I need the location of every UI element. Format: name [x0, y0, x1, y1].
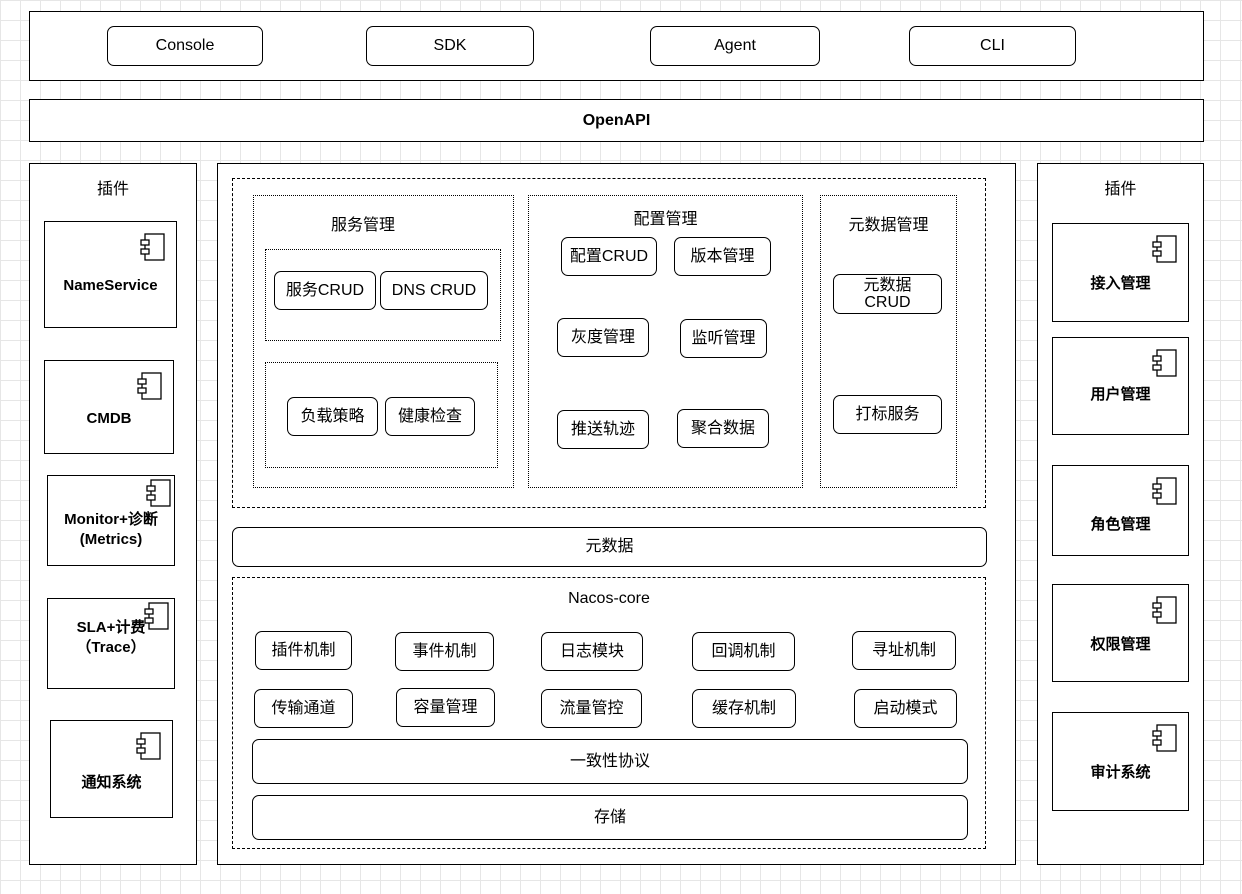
- component-nameservice: NameService: [44, 221, 177, 328]
- component-icon: [144, 602, 169, 630]
- component-icon: [1152, 349, 1177, 377]
- console-box: Console: [107, 26, 263, 66]
- component-permission-mgmt: 权限管理: [1052, 584, 1189, 682]
- load-balance-box: 负载策略: [287, 397, 378, 436]
- component-access-mgmt: 接入管理: [1052, 223, 1189, 322]
- core-flow-control: 流量管控: [541, 689, 642, 728]
- left-plugins-title: 插件: [96, 181, 129, 198]
- service-crud-group: [265, 249, 501, 341]
- agent-box: Agent: [650, 26, 820, 66]
- core-cache-mechanism: 缓存机制: [692, 689, 796, 728]
- service-mgmt-title: 服务管理: [330, 217, 395, 234]
- component-audit-system: 审计系统: [1052, 712, 1189, 811]
- component-icon: [137, 372, 162, 400]
- nacos-core-title: Nacos-core: [568, 590, 650, 607]
- gray-mgmt-box: 灰度管理: [557, 318, 649, 357]
- version-mgmt-box: 版本管理: [674, 237, 771, 276]
- component-label: NameService: [63, 277, 158, 294]
- core-transport-channel: 传输通道: [254, 689, 353, 728]
- health-check-box: 健康检查: [385, 397, 475, 436]
- component-label: CMDB: [86, 410, 132, 427]
- component-icon: [140, 233, 165, 261]
- component-label: 用户管理: [1090, 386, 1151, 403]
- metadata-mgmt-group: [820, 195, 957, 488]
- config-mgmt-group: [528, 195, 803, 488]
- component-label: 权限管理: [1090, 636, 1151, 653]
- component-notification: 通知系统: [50, 720, 173, 818]
- core-log-module: 日志模块: [541, 632, 643, 671]
- right-plugins-title: 插件: [1104, 181, 1137, 198]
- openapi-bar: OpenAPI: [29, 99, 1204, 142]
- core-capacity-mgmt: 容量管理: [396, 688, 495, 727]
- component-icon: [1152, 477, 1177, 505]
- component-label: Monitor+诊断 (Metrics): [64, 511, 158, 548]
- storage-bar: 存储: [252, 795, 968, 840]
- core-startup-mode: 启动模式: [854, 689, 957, 728]
- service-mgmt-group: [253, 195, 514, 488]
- metadata-mgmt-title: 元数据管理: [848, 217, 929, 234]
- component-label: 角色管理: [1090, 516, 1151, 533]
- config-mgmt-title: 配置管理: [633, 211, 698, 228]
- metadata-crud-box: 元数据 CRUD: [833, 274, 942, 314]
- component-icon: [1152, 235, 1177, 263]
- core-event-mechanism: 事件机制: [395, 632, 494, 671]
- core-callback-mechanism: 回调机制: [692, 632, 795, 671]
- metadata-bar: 元数据: [232, 527, 987, 567]
- service-lb-group: [265, 362, 498, 468]
- component-icon: [136, 732, 161, 760]
- component-user-mgmt: 用户管理: [1052, 337, 1189, 435]
- component-monitor: Monitor+诊断 (Metrics): [47, 475, 175, 566]
- component-label: 通知系统: [81, 774, 142, 791]
- dns-crud-box: DNS CRUD: [380, 271, 488, 310]
- config-crud-box: 配置CRUD: [561, 237, 657, 276]
- service-crud-box: 服务CRUD: [274, 271, 376, 310]
- component-icon: [146, 479, 171, 507]
- component-label: 接入管理: [1090, 275, 1151, 292]
- component-icon: [1152, 724, 1177, 752]
- tagging-service-box: 打标服务: [833, 395, 942, 434]
- component-role-mgmt: 角色管理: [1052, 465, 1189, 556]
- component-cmdb: CMDB: [44, 360, 174, 454]
- component-label: SLA+计费 （Trace）: [76, 619, 146, 656]
- core-addressing-mechanism: 寻址机制: [852, 631, 956, 670]
- component-icon: [1152, 596, 1177, 624]
- component-label: 审计系统: [1090, 764, 1151, 781]
- consistency-protocol-bar: 一致性协议: [252, 739, 968, 784]
- management-container: [232, 178, 986, 508]
- component-sla: SLA+计费 （Trace）: [47, 598, 175, 689]
- aggregate-data-box: 聚合数据: [677, 409, 769, 448]
- listen-mgmt-box: 监听管理: [680, 319, 767, 358]
- push-trace-box: 推送轨迹: [557, 410, 649, 449]
- nacos-core-container: [232, 577, 986, 849]
- cli-box: CLI: [909, 26, 1076, 66]
- sdk-box: SDK: [366, 26, 534, 66]
- core-plugin-mechanism: 插件机制: [255, 631, 352, 670]
